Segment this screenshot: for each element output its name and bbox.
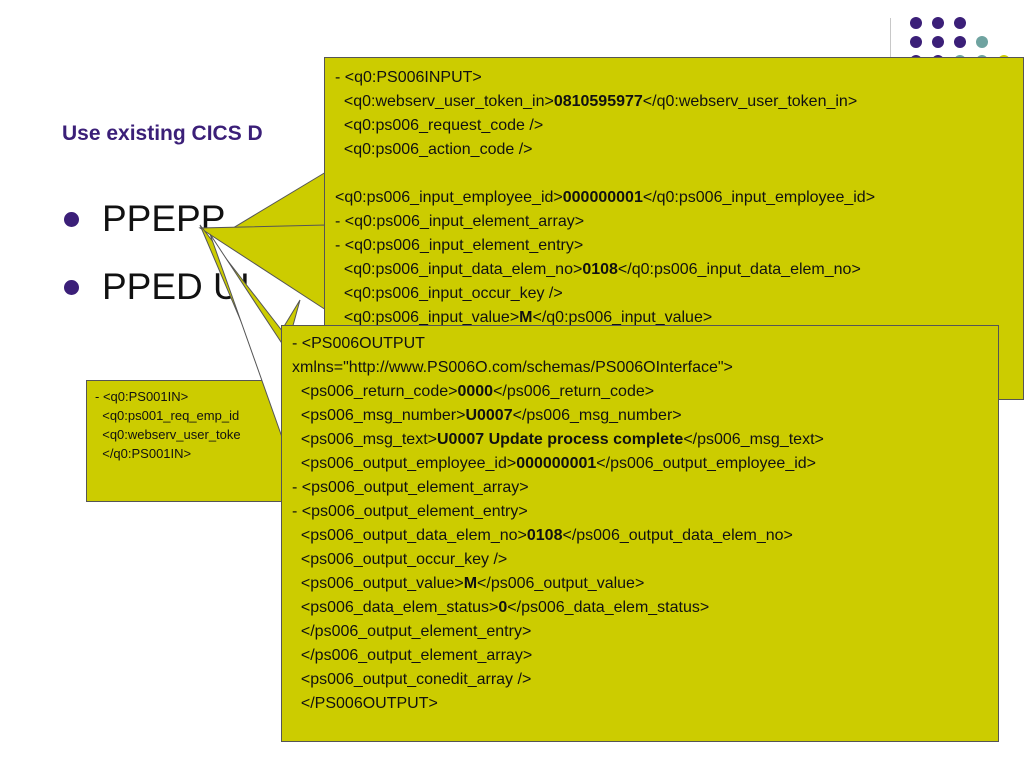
code-line: <ps006_output_employee_id>000000001</ps0… bbox=[292, 452, 988, 476]
code-line: <ps006_output_conedit_array /> bbox=[292, 668, 988, 692]
code-tag: </ps006_output_element_array> bbox=[292, 647, 533, 664]
code-tag: </ps006_output_data_elem_no> bbox=[562, 527, 793, 544]
code-line: <q0:ps001_req_emp_id bbox=[95, 408, 240, 423]
code-tag: </q0:ps006_input_data_elem_no> bbox=[617, 261, 861, 278]
slide-title: Use existing CICS D bbox=[62, 122, 263, 145]
code-line: - <PS006OUTPUT bbox=[292, 332, 988, 356]
code-line: </PS006OUTPUT> bbox=[292, 692, 988, 716]
code-line: </q0:PS001IN> bbox=[95, 446, 192, 461]
code-tag: </ps006_msg_number> bbox=[512, 407, 682, 424]
code-tag: <ps006_msg_number> bbox=[292, 407, 466, 424]
code-tag: <ps006_output_occur_key /> bbox=[292, 551, 508, 568]
code-value: 0108 bbox=[582, 261, 618, 278]
code-line: <ps006_msg_text>U0007 Update process com… bbox=[292, 428, 988, 452]
code-line: <q0:ps006_action_code /> bbox=[335, 138, 1013, 162]
code-line: - <ps006_output_element_entry> bbox=[292, 500, 988, 524]
code-line: <ps006_msg_number>U0007</ps006_msg_numbe… bbox=[292, 404, 988, 428]
code-line: xmlns="http://www.PS006O.com/schemas/PS0… bbox=[292, 356, 988, 380]
code-line: <q0:webserv_user_token_in>0810595977</q0… bbox=[335, 90, 1013, 114]
code-line: - <q0:PS006INPUT> bbox=[335, 66, 1013, 90]
code-value: M bbox=[519, 309, 533, 326]
code-line: <q0:ps006_input_employee_id>000000001</q… bbox=[335, 186, 1013, 210]
code-tag: </ps006_return_code> bbox=[493, 383, 655, 400]
code-tag: </ps006_data_elem_status> bbox=[507, 599, 710, 616]
code-tag: <q0:ps006_action_code /> bbox=[335, 141, 533, 158]
code-line: - <q0:PS001IN> bbox=[95, 389, 189, 404]
code-line: <ps006_return_code>0000</ps006_return_co… bbox=[292, 380, 988, 404]
code-tag: <ps006_return_code> bbox=[292, 383, 458, 400]
code-tag: </ps006_output_employee_id> bbox=[596, 455, 817, 472]
code-tag: - <PS006OUTPUT bbox=[292, 335, 425, 352]
code-line bbox=[335, 162, 1013, 186]
code-tag: </q0:webserv_user_token_in> bbox=[642, 93, 858, 110]
code-line: - <ps006_output_element_array> bbox=[292, 476, 988, 500]
code-tag: <ps006_output_data_elem_no> bbox=[292, 527, 527, 544]
code-tag: - <ps006_output_element_entry> bbox=[292, 503, 528, 520]
code-tag: <ps006_output_conedit_array /> bbox=[292, 671, 532, 688]
code-tag: <q0:webserv_user_token_in> bbox=[335, 93, 554, 110]
code-line: - <q0:ps006_input_element_array> bbox=[335, 210, 1013, 234]
code-tag: <q0:ps006_input_data_elem_no> bbox=[335, 261, 583, 278]
code-tag: <q0:ps006_request_code /> bbox=[335, 117, 544, 134]
code-value: 0108 bbox=[526, 527, 563, 544]
code-value: M bbox=[463, 575, 478, 592]
code-tag: </ps006_output_value> bbox=[477, 575, 645, 592]
code-line: <ps006_output_data_elem_no>0108</ps006_o… bbox=[292, 524, 988, 548]
code-tag: </PS006OUTPUT> bbox=[292, 695, 438, 712]
code-tag: <ps006_output_employee_id> bbox=[292, 455, 517, 472]
code-line: <ps006_output_occur_key /> bbox=[292, 548, 988, 572]
ps006-output-callout: - <PS006OUTPUT xmlns="http://www.PS006O.c… bbox=[281, 325, 999, 742]
code-tag: <ps006_data_elem_status> bbox=[292, 599, 499, 616]
code-tag: - <q0:ps006_input_element_entry> bbox=[335, 237, 584, 254]
code-value: 0 bbox=[498, 599, 508, 616]
code-line: <q0:ps006_input_value>M</q0:ps006_input_… bbox=[335, 306, 1013, 330]
code-line: <q0:ps006_request_code /> bbox=[335, 114, 1013, 138]
code-tag: <ps006_msg_text> bbox=[292, 431, 437, 448]
code-line: <q0:ps006_input_data_elem_no>0108</q0:ps… bbox=[335, 258, 1013, 282]
code-line: <q0:webserv_user_toke bbox=[95, 427, 241, 442]
code-line: </ps006_output_element_entry> bbox=[292, 620, 988, 644]
code-value: 0810595977 bbox=[553, 93, 643, 110]
code-tag: <ps006_output_value> bbox=[292, 575, 464, 592]
code-value: 000000001 bbox=[516, 455, 597, 472]
code-tag: <q0:ps006_input_occur_key /> bbox=[335, 285, 563, 302]
code-tag: </ps006_output_element_entry> bbox=[292, 623, 532, 640]
code-line: <q0:ps006_input_occur_key /> bbox=[335, 282, 1013, 306]
code-tag: </q0:ps006_input_value> bbox=[532, 309, 713, 326]
code-value: 0000 bbox=[457, 383, 494, 400]
code-line: - <q0:ps006_input_element_entry> bbox=[335, 234, 1013, 258]
code-value: U0007 bbox=[465, 407, 513, 424]
code-tag: - <q0:PS006INPUT> bbox=[335, 69, 482, 86]
code-tag: - <q0:ps006_input_element_array> bbox=[335, 213, 585, 230]
code-line: <ps006_data_elem_status>0</ps006_data_el… bbox=[292, 596, 988, 620]
code-value: 000000001 bbox=[562, 189, 643, 206]
code-tag: <q0:ps006_input_value> bbox=[335, 309, 520, 326]
code-tag: xmlns="http://www.PS006O.com/schemas/PS0… bbox=[292, 359, 733, 376]
code-tag: <q0:ps006_input_employee_id> bbox=[335, 189, 563, 206]
code-value: U0007 Update process complete bbox=[436, 431, 684, 448]
code-tag: </q0:ps006_input_employee_id> bbox=[642, 189, 876, 206]
code-tag: </ps006_msg_text> bbox=[683, 431, 824, 448]
code-tag: - <ps006_output_element_array> bbox=[292, 479, 529, 496]
code-line: <ps006_output_value>M</ps006_output_valu… bbox=[292, 572, 988, 596]
code-line: </ps006_output_element_array> bbox=[292, 644, 988, 668]
